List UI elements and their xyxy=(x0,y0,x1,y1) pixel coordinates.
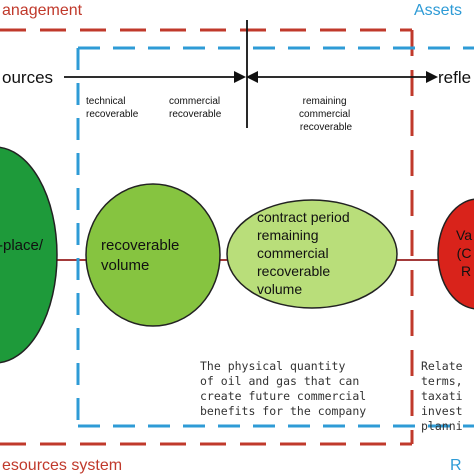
value-ellipse-text: Va (C R xyxy=(456,227,474,279)
in-place-text: -place/ xyxy=(0,237,44,254)
recoverable-volume-text: recoverable volume xyxy=(101,237,184,274)
resources-arrow-label: ources xyxy=(2,68,53,87)
reflect-arrow-label: refle xyxy=(438,68,471,87)
related-note: Relate terms, taxati invest planni xyxy=(421,359,469,433)
top-left-label: anagement xyxy=(2,2,83,19)
recoverable-ellipse xyxy=(85,183,221,327)
bottom-right-label: R xyxy=(450,457,462,474)
technical-recoverable-label: technical recoverable xyxy=(86,96,139,120)
commercial-recoverable-label: commercial recoverable xyxy=(169,96,223,120)
contract-ellipse xyxy=(226,199,398,309)
remaining-commercial-recoverable-label: remaining commercial recoverable xyxy=(299,96,353,133)
contract-period-text: contract period remaining commercial rec… xyxy=(257,209,354,297)
reflect-arrow-head-right xyxy=(426,71,438,83)
physical-quantity-note: The physical quantity of oil and gas tha… xyxy=(200,359,373,418)
value-ellipse xyxy=(437,198,474,310)
reflect-arrow-head-left xyxy=(246,71,258,83)
in-place-ellipse xyxy=(0,146,58,364)
bottom-left-label: esources system xyxy=(2,457,122,474)
top-right-label: Assets xyxy=(414,2,462,19)
resources-arrow-head xyxy=(234,71,246,83)
